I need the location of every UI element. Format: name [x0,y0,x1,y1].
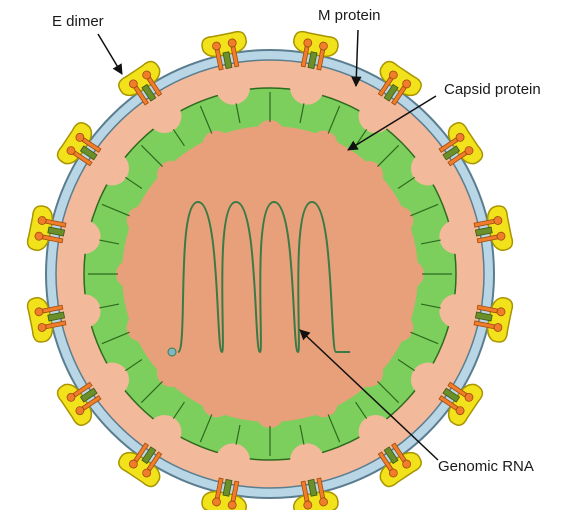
capsid-notch [147,99,181,133]
capsid-notch [290,443,324,477]
genomic-rna-label: Genomic RNA [438,458,534,475]
capsid-notch [216,71,250,105]
capsid-notch [411,363,445,397]
m-protein-label: M protein [318,7,381,24]
capsid-notch [439,220,473,254]
capsid-notch [95,151,129,185]
core-fill [122,126,418,422]
capsid-notch [439,294,473,328]
capsid-notch [359,99,393,133]
capsid-notch [290,71,324,105]
capsid-notch [147,415,181,449]
e-dimer-leader [98,34,122,74]
capsid-notch [95,363,129,397]
capsid-protein-label: Capsid protein [444,81,541,98]
capsid-notch [411,151,445,185]
e-dimer-label: E dimer [52,13,104,30]
rna-cap [168,348,176,356]
capsid-notch [359,415,393,449]
capsid-notch [216,443,250,477]
core [122,126,418,422]
capsid-notch [67,294,101,328]
capsid-notch [67,220,101,254]
